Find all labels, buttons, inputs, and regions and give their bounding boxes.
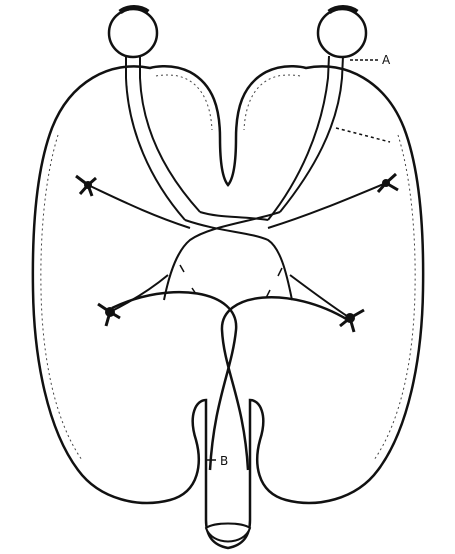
neuron-upper-left-body <box>84 181 92 189</box>
right-eyeball <box>318 9 366 57</box>
left-optic-nerve-inner <box>140 56 200 212</box>
neuron-upper-right-body <box>382 179 390 187</box>
tract-right-lower <box>290 275 350 318</box>
chiasma-left-to-right <box>185 220 292 300</box>
label-a: A <box>382 53 391 67</box>
tract-dashed-marker <box>336 128 390 142</box>
arc-right-to-left <box>222 297 348 470</box>
tick-marks <box>180 265 282 298</box>
cortex-shading-left <box>41 135 82 460</box>
cortex-shading-right <box>374 135 415 460</box>
neuron-lower-right-body <box>345 313 355 323</box>
label-b: B <box>220 454 228 468</box>
left-eyeball <box>109 9 157 57</box>
chiasma-bridge <box>200 212 268 220</box>
left-optic-nerve-outer <box>126 56 185 220</box>
neuron-lower-left-body <box>105 307 115 317</box>
right-optic-nerve-outer <box>268 56 329 220</box>
arc-left-to-right <box>112 292 236 470</box>
